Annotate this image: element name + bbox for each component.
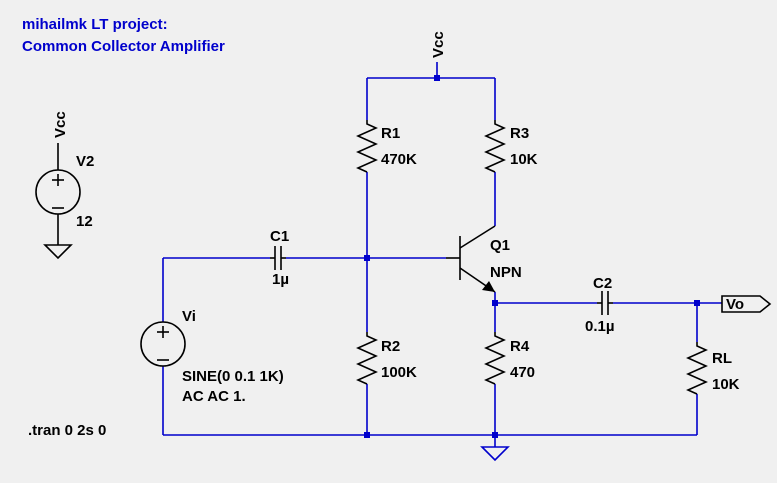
v2-value: 12 bbox=[76, 213, 93, 230]
q1-npn-transistor[interactable]: Q1 NPN bbox=[446, 225, 522, 293]
wires bbox=[162, 62, 722, 447]
r3-resistor[interactable]: R3 10K bbox=[484, 120, 538, 173]
c1-name: C1 bbox=[270, 228, 289, 245]
r1-value: 470K bbox=[381, 151, 417, 168]
emitter-arrow-icon bbox=[482, 281, 495, 292]
r2-resistor[interactable]: R2 100K bbox=[356, 332, 417, 385]
schematic-title-line1: mihailmk LT project: bbox=[22, 16, 168, 33]
vo-label: Vo bbox=[726, 296, 744, 313]
c2-capacitor[interactable]: C2 0.1µ bbox=[585, 275, 615, 335]
schematic-title-line2: Common Collector Amplifier bbox=[22, 38, 225, 55]
rl-resistor[interactable]: RL 10K bbox=[686, 342, 740, 395]
r4-value: 470 bbox=[510, 364, 535, 381]
vi-name: Vi bbox=[182, 308, 196, 325]
c2-name: C2 bbox=[593, 275, 612, 292]
c2-value: 0.1µ bbox=[585, 318, 615, 335]
c1-value: 1µ bbox=[272, 271, 289, 288]
tran-directive[interactable]: .tran 0 2s 0 bbox=[28, 422, 106, 439]
rl-value: 10K bbox=[712, 376, 740, 393]
junctions bbox=[364, 75, 700, 438]
vo-output-port[interactable]: Vo bbox=[721, 295, 772, 313]
r4-name: R4 bbox=[510, 338, 530, 355]
r1-name: R1 bbox=[381, 125, 400, 142]
r4-resistor[interactable]: R4 470 bbox=[484, 332, 535, 385]
v2-source[interactable]: Vcc V2 12 bbox=[35, 111, 94, 260]
vcc-net-label: Vcc bbox=[430, 31, 447, 58]
q1-value: NPN bbox=[490, 264, 522, 281]
vi-value2: AC AC 1. bbox=[182, 388, 246, 405]
r1-resistor[interactable]: R1 470K bbox=[356, 120, 417, 173]
v2-vcc-label: Vcc bbox=[52, 111, 69, 138]
c1-capacitor[interactable]: C1 1µ bbox=[270, 228, 289, 288]
r3-name: R3 bbox=[510, 125, 529, 142]
vi-source[interactable]: Vi SINE(0 0.1 1K) AC AC 1. bbox=[140, 308, 284, 405]
q1-name: Q1 bbox=[490, 237, 510, 254]
ground-icon bbox=[480, 446, 510, 462]
r2-value: 100K bbox=[381, 364, 417, 381]
vi-value1: SINE(0 0.1 1K) bbox=[182, 368, 284, 385]
v2-name: V2 bbox=[76, 153, 94, 170]
rl-name: RL bbox=[712, 350, 732, 367]
r3-value: 10K bbox=[510, 151, 538, 168]
r2-name: R2 bbox=[381, 338, 400, 355]
v2-ground-icon bbox=[43, 244, 73, 260]
